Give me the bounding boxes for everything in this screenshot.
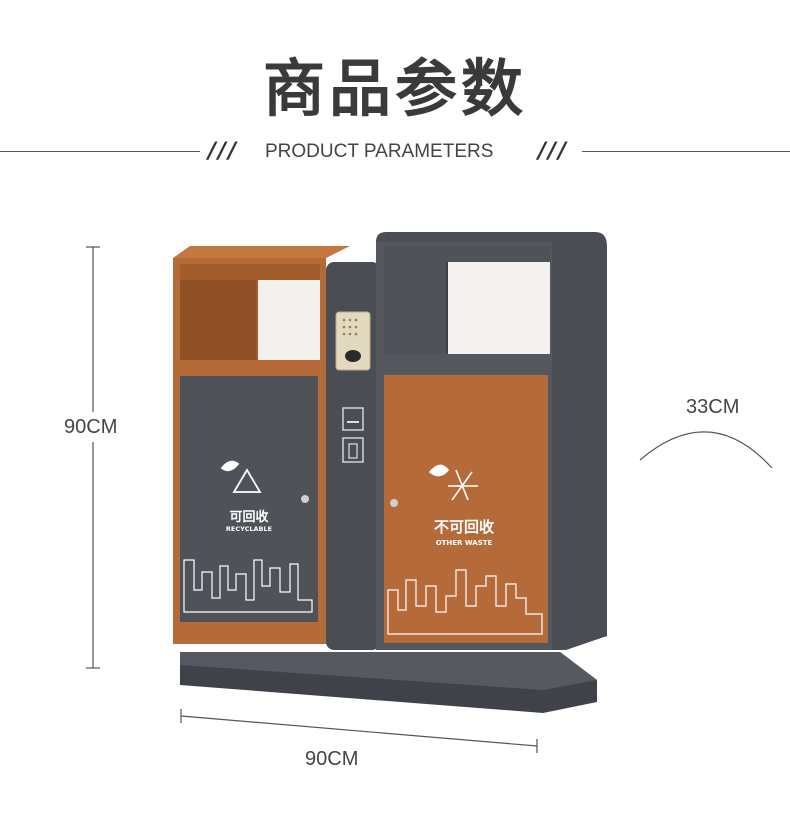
other-waste-icon	[428, 464, 478, 501]
left-door	[180, 376, 318, 622]
right-rule	[582, 151, 790, 152]
width-dimension-line	[180, 709, 538, 753]
base-plinth	[180, 652, 597, 713]
left-bin-label-en: RECYCLABLE	[226, 525, 272, 533]
right-bin-label-en: OTHER WASTE	[436, 539, 493, 547]
width-dimension-label: 90CM	[305, 748, 359, 771]
smoking-icon	[342, 407, 364, 431]
height-dimension-line	[86, 246, 100, 669]
trash-icon	[342, 437, 364, 463]
left-rule	[0, 151, 200, 152]
depth-dimension-label: 33CM	[686, 396, 740, 419]
ashtray-hole	[345, 350, 361, 362]
height-dimension-label: 90CM	[64, 416, 118, 439]
page-subtitle: PRODUCT PARAMETERS	[265, 141, 494, 162]
left-skyline	[183, 559, 313, 613]
center-column	[326, 262, 380, 650]
right-lock	[390, 499, 398, 507]
left-bin: 可回收 RECYCLABLE	[173, 246, 350, 644]
right-bin-label-cn: 不可回收	[434, 518, 494, 536]
right-slashes: ///	[538, 139, 569, 164]
depth-arc	[639, 431, 773, 469]
left-slashes: ///	[208, 139, 239, 164]
page-title: 商品参数	[262, 52, 527, 125]
left-lock	[301, 495, 309, 503]
recycle-icon	[220, 460, 262, 493]
right-bin: 不可回收 OTHER WASTE	[376, 232, 607, 650]
right-skyline	[387, 569, 543, 635]
subtitle-row: /// PRODUCT PARAMETERS ///	[0, 139, 790, 165]
left-bin-label-cn: 可回收	[229, 509, 269, 525]
